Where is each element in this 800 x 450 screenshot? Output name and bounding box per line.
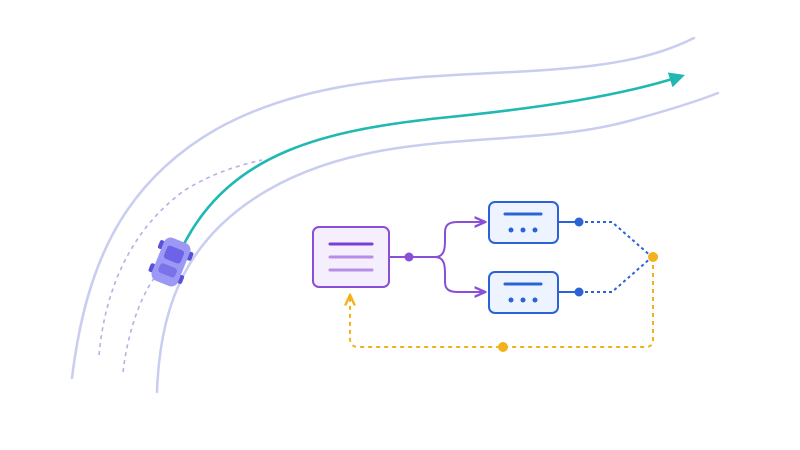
planner-node	[312, 226, 390, 288]
road-edge-outer	[70, 36, 696, 380]
merge-junction	[648, 252, 658, 262]
edge-module-top-to-merge	[579, 221, 653, 258]
lane-dash-left	[98, 159, 263, 356]
module-bottom-node	[488, 271, 559, 314]
edge-planner-to-module-top	[409, 222, 484, 258]
ellipsis-icon	[508, 227, 538, 233]
feedback-midpoint	[498, 342, 508, 352]
module-top-node	[488, 201, 559, 244]
planned-trajectory	[180, 72, 685, 250]
car-top-view-icon	[148, 237, 194, 287]
edge-planner-to-module-bottom	[434, 256, 484, 292]
ellipsis-icon	[508, 297, 538, 303]
lane-dash-right	[122, 267, 163, 373]
edge-module-bottom-to-merge	[579, 256, 653, 293]
